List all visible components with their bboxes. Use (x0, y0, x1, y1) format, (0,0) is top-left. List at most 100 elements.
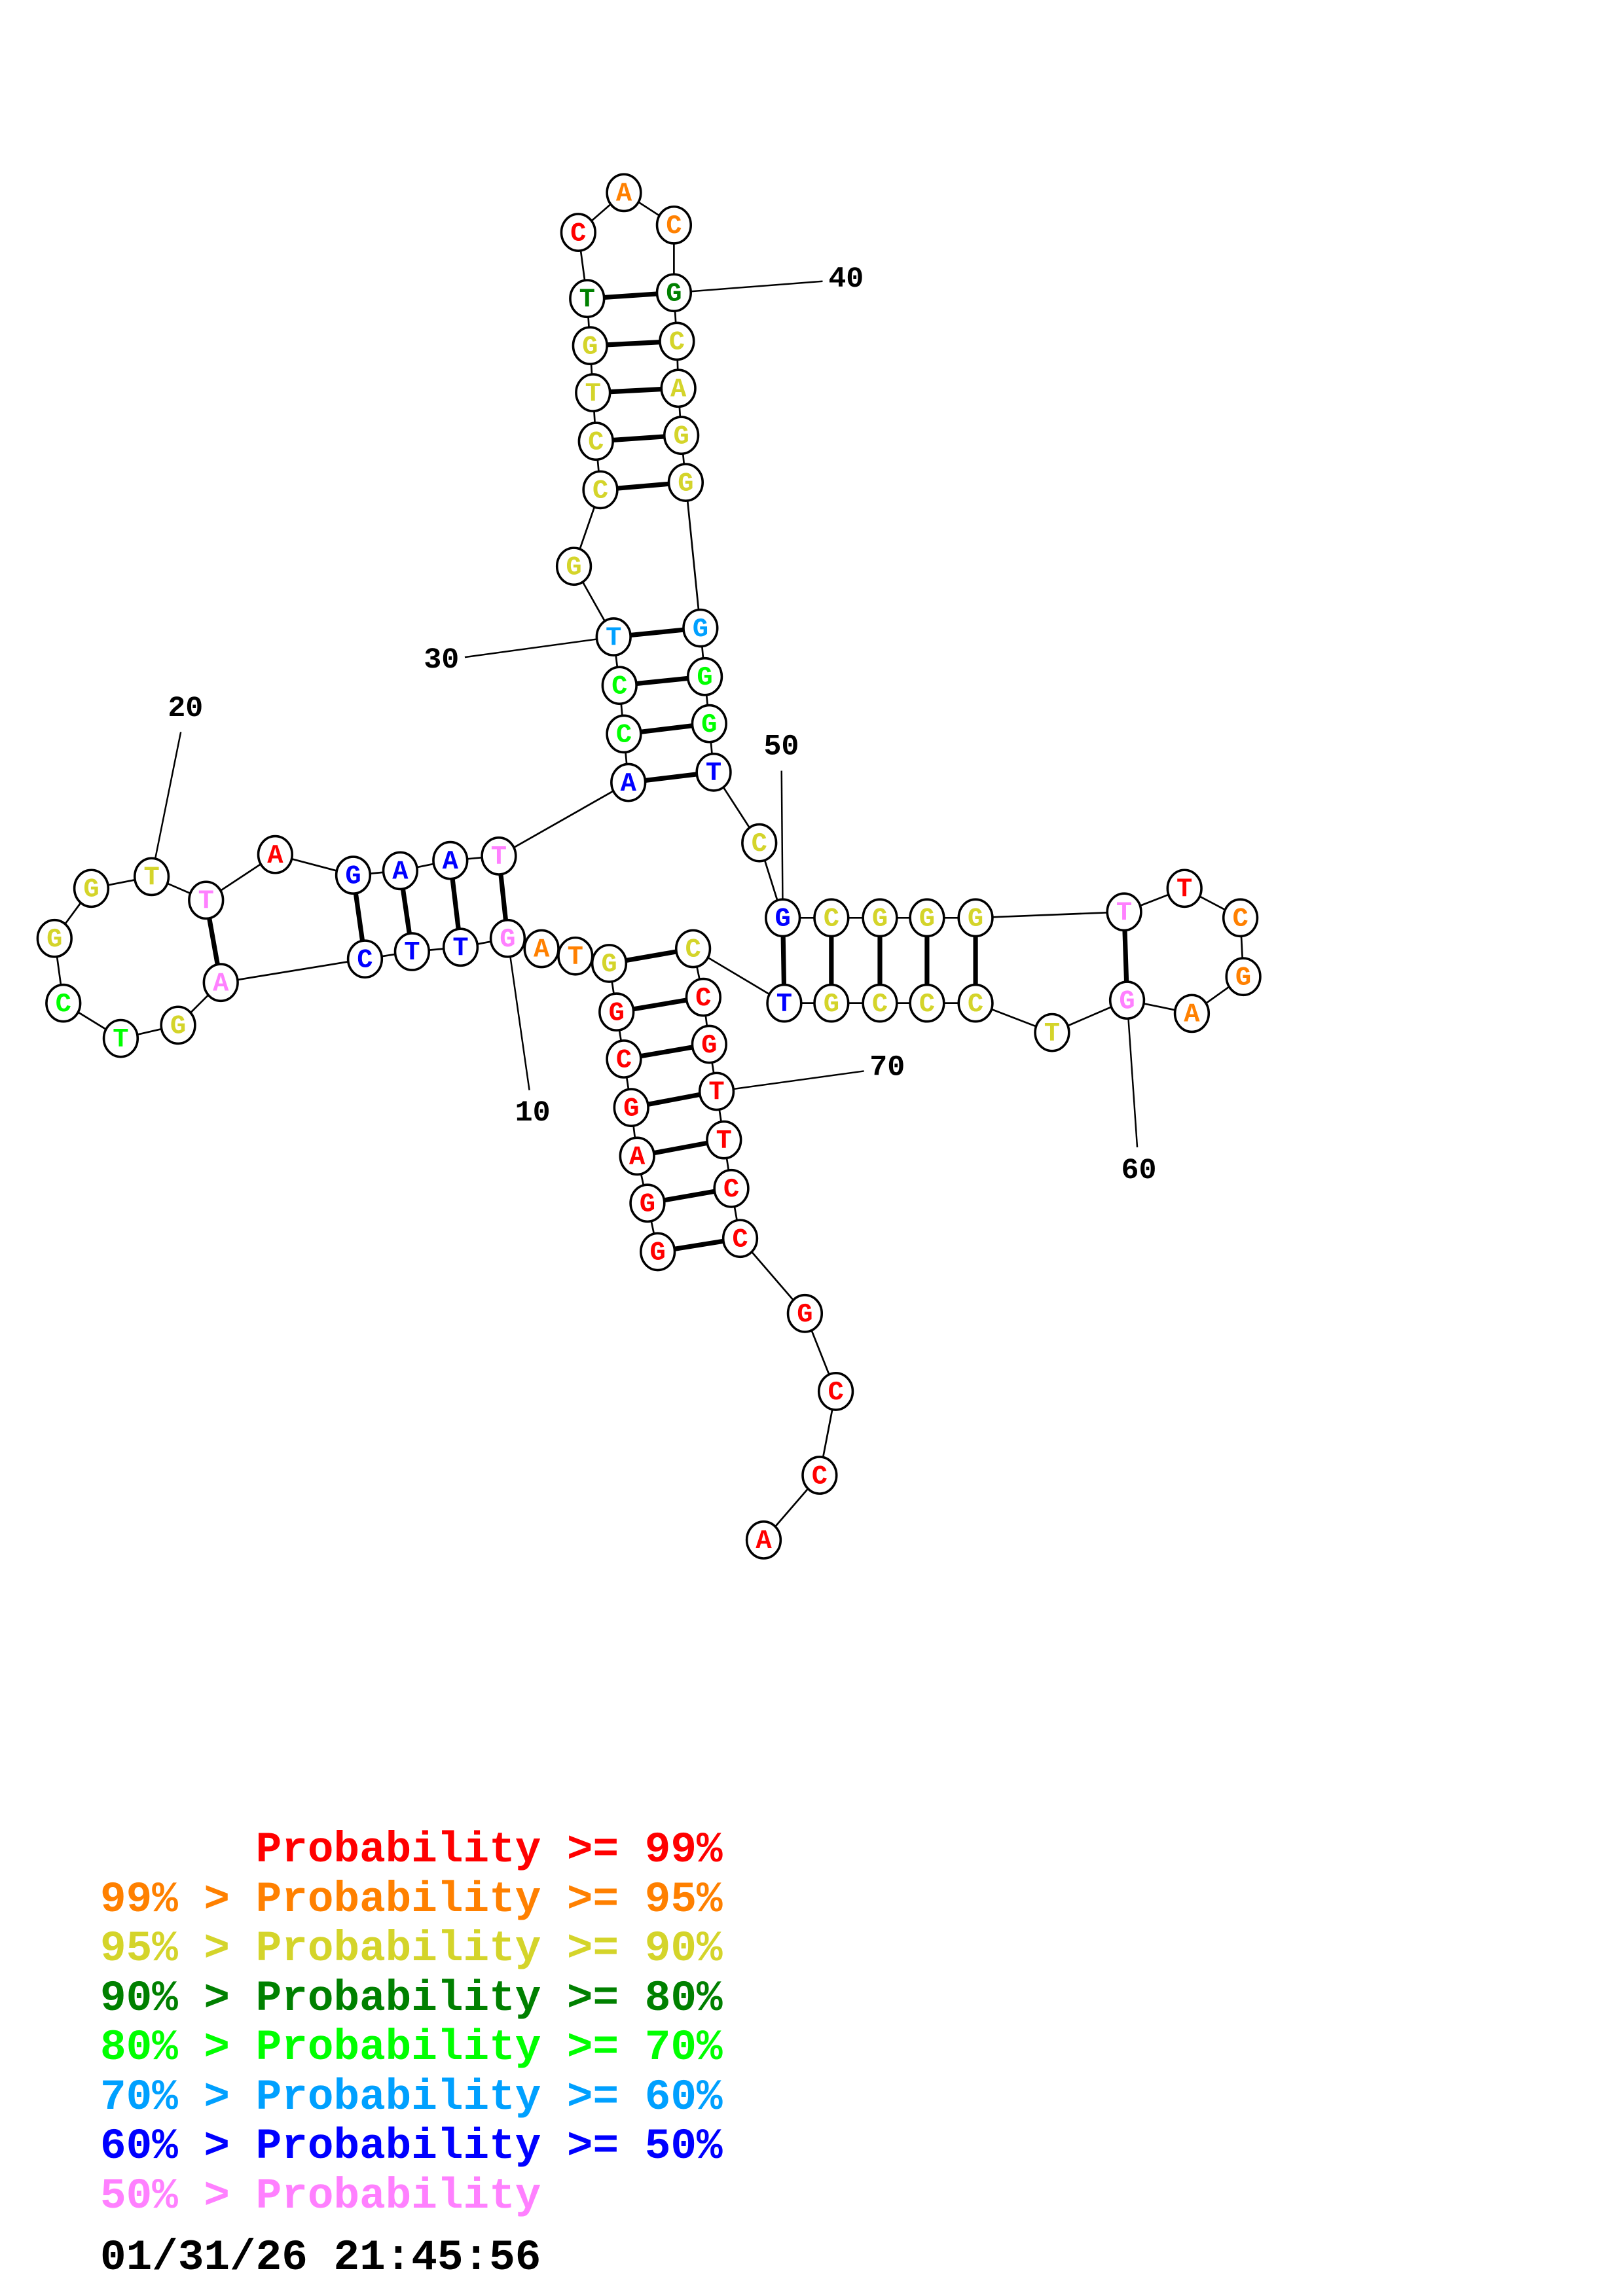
nucleotide-letter: C (616, 1045, 632, 1075)
nucleotide-circle (957, 983, 994, 1023)
nucleotide-letter: G (919, 905, 935, 935)
nucleotide-circle (591, 944, 628, 983)
nucleotide-letter: G (678, 469, 693, 499)
nucleotide-circle (1166, 869, 1203, 908)
nucleotide: T (393, 932, 431, 971)
nucleotide-circle (557, 936, 594, 976)
nucleotide-circle (45, 983, 82, 1023)
nucleotide-circle (577, 422, 614, 461)
nucleotide-letter: G (170, 1012, 186, 1042)
nucleotide-circle (442, 927, 479, 967)
nucleotide-letter: G (701, 1031, 717, 1061)
nucleotide-circle (691, 1024, 727, 1064)
nucleotide: G (555, 547, 593, 586)
nucleotide-circle (667, 463, 704, 502)
nucleotide: G (1225, 957, 1262, 997)
nucleotide-letter: G (968, 905, 983, 935)
nucleotide-letter: G (697, 663, 712, 693)
nucleotide: G (765, 898, 801, 938)
nucleotide-circle (619, 1136, 655, 1176)
nucleotide-circle (606, 714, 642, 754)
nucleotide-circle (659, 321, 695, 361)
nucleotide-letter: C (723, 1175, 739, 1205)
nucleotide-circle (346, 939, 384, 979)
nucleotide-circle (73, 869, 110, 908)
nucleotide: T (557, 936, 594, 976)
nucleotide-circle (745, 1520, 782, 1560)
nucleotide: T (102, 1018, 139, 1058)
nucleotide: G (655, 273, 693, 313)
nucleotide: A (660, 368, 697, 408)
nucleotide-letter: T (579, 285, 595, 315)
nucleotide-circle (691, 704, 727, 744)
nucleotide-letter: A (629, 1143, 646, 1173)
nucleotide: T (698, 1071, 735, 1111)
position-tick (507, 938, 530, 1090)
nucleotide-letter: A (756, 1526, 772, 1556)
backbone-link (221, 958, 365, 984)
nucleotide: C (813, 898, 850, 938)
position-label: 40 (828, 263, 864, 296)
nucleotide-letter: A (213, 969, 229, 999)
nucleotide: A (523, 929, 560, 969)
nucleotide-letter: G (640, 1190, 655, 1220)
legend-line: 95% > Probability >= 90% (100, 1924, 723, 1973)
nucleotide: T (1106, 892, 1142, 932)
nucleotide-circle (160, 1005, 196, 1045)
nucleotide-circle (682, 608, 719, 648)
nucleotide-circle (601, 666, 638, 706)
nucleotide: A (202, 963, 239, 1003)
nucleotide-letter: C (570, 219, 586, 249)
nucleotide-letter: G (650, 1238, 666, 1268)
nucleotide-letter: C (56, 990, 71, 1020)
nucleotide: T (188, 880, 225, 920)
nucleotide-letter: A (1184, 1000, 1200, 1030)
nucleotide-circle (909, 898, 945, 938)
nucleotide-circle (523, 929, 560, 969)
nucleotide-letter: T (606, 623, 621, 653)
nucleotide: G (686, 656, 723, 696)
nucleotide: C (713, 1168, 750, 1208)
nucleotide-circle (1108, 980, 1146, 1020)
nucleotide-letter: G (500, 925, 515, 955)
nucleotide-circle (629, 1183, 666, 1223)
nucleotide: G (813, 983, 850, 1023)
nucleotide: T (695, 752, 732, 792)
nucleotide: G (629, 1183, 666, 1223)
position-tick (674, 280, 823, 294)
nucleotide-letter: G (623, 1094, 639, 1124)
nucleotide-letter: C (968, 990, 983, 1020)
nucleotide-letter: G (609, 998, 625, 1028)
nucleotide: T (595, 617, 632, 656)
nucleotide: G (613, 1088, 649, 1128)
nucleotide-letter: T (1116, 899, 1132, 929)
legend-line: 60% > Probability >= 50% (100, 2122, 723, 2171)
nucleotide-letter: T (706, 759, 721, 789)
nucleotide-circle (766, 983, 803, 1023)
nucleotide: G (640, 1232, 676, 1272)
nucleotide-letter: T (1044, 1019, 1060, 1049)
nucleotide-circle (598, 992, 635, 1032)
nucleotide: G (73, 869, 110, 908)
nucleotide-letter: T (404, 938, 420, 968)
nucleotide-letter: G (345, 861, 361, 891)
nucleotide-circle (1034, 1013, 1070, 1052)
nucleotide-circle (957, 898, 994, 938)
legend-line: Probability >= 99% (100, 1825, 723, 1874)
nucleotide-letter: C (685, 935, 701, 965)
nucleotide: T (481, 836, 517, 876)
nucleotide: C (606, 714, 642, 754)
nucleotide: C (582, 470, 619, 510)
nucleotide-letter: T (1176, 875, 1192, 905)
nucleotide-letter: T (708, 1078, 724, 1108)
position-label: 20 (168, 692, 203, 725)
nucleotide-letter: A (443, 847, 459, 877)
nucleotide-letter: C (732, 1225, 748, 1255)
nucleotide: T (1034, 1013, 1070, 1052)
position-label: 60 (1122, 1155, 1157, 1187)
nucleotide-circle (595, 617, 632, 656)
nucleotide-letter: C (812, 1462, 828, 1492)
nucleotide-letter: A (534, 935, 550, 965)
